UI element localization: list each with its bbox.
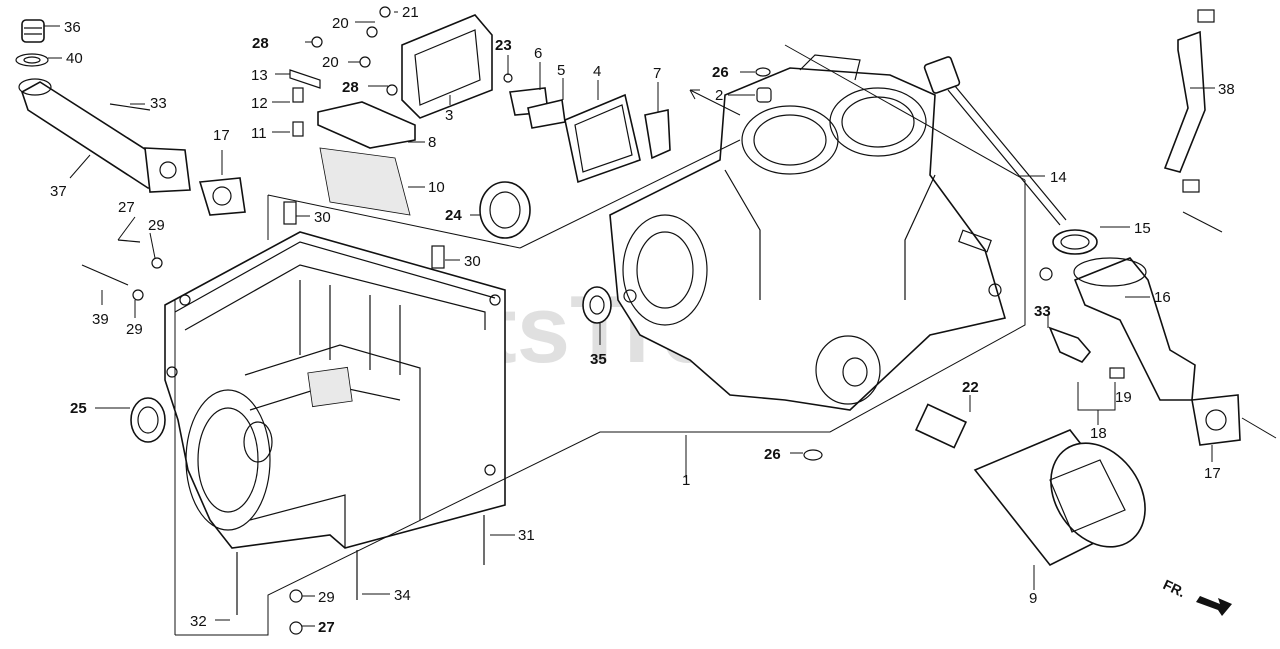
o-ring-15 xyxy=(1052,229,1098,255)
callout-40: 40 xyxy=(66,50,83,67)
small-brackets-5-6-7 xyxy=(509,87,671,160)
callout-39: 39 xyxy=(92,311,109,328)
callout-20-second: 20 xyxy=(322,54,339,71)
assembly-outline xyxy=(174,139,1026,636)
callout-35: 35 xyxy=(590,351,607,368)
breather-pipe-37 xyxy=(18,78,191,193)
fasteners xyxy=(81,6,1053,635)
callout-32: 32 xyxy=(190,613,207,630)
fr-arrow-icon xyxy=(1196,596,1232,616)
reed-plate-4 xyxy=(564,93,641,184)
gasket-17-left xyxy=(198,177,246,216)
callout-25: 25 xyxy=(70,400,87,417)
callout-27: 27 xyxy=(118,199,135,216)
callout-4: 4 xyxy=(593,63,601,80)
callout-21: 21 xyxy=(402,4,419,21)
direction-arrow-icon-2 xyxy=(1182,211,1223,233)
fr-label: FR. xyxy=(1161,576,1188,600)
callout-26: 26 xyxy=(712,64,729,81)
plate-8 xyxy=(317,101,416,149)
direction-arrow-icon-3 xyxy=(1241,417,1277,439)
callout-13: 13 xyxy=(251,67,268,84)
callout-27-second: 27 xyxy=(318,619,335,636)
oil-seal-24 xyxy=(479,181,531,239)
callout-36: 36 xyxy=(64,19,81,36)
bearing-35 xyxy=(582,286,612,324)
filter-10 xyxy=(319,147,411,216)
cylinder-block-drawing xyxy=(609,54,1007,411)
callout-16: 16 xyxy=(1154,289,1171,306)
callout-10: 10 xyxy=(428,179,445,196)
callout-5: 5 xyxy=(557,62,565,79)
callout-29-third: 29 xyxy=(318,589,335,606)
callout-8: 8 xyxy=(428,134,436,151)
o-ring-40 xyxy=(15,53,49,67)
callout-12: 12 xyxy=(251,95,268,112)
callout-26-second: 26 xyxy=(764,446,781,463)
callout-28: 28 xyxy=(252,35,269,52)
callout-37: 37 xyxy=(50,183,67,200)
callout-29: 29 xyxy=(148,217,165,234)
callout-20: 20 xyxy=(332,15,349,32)
breather-cover-3 xyxy=(401,14,493,119)
nipple-22 xyxy=(914,403,968,449)
callout-30: 30 xyxy=(314,209,331,226)
callout-30-second: 30 xyxy=(464,253,481,270)
sensor-18 xyxy=(1048,326,1125,379)
callout-19: 19 xyxy=(1115,389,1132,406)
callout-31: 31 xyxy=(518,527,535,544)
callout-1: 1 xyxy=(682,472,690,489)
oil-seal-25 xyxy=(130,397,166,443)
callout-24: 24 xyxy=(445,207,462,224)
filler-neck-16 xyxy=(1073,257,1196,401)
callout-33: 33 xyxy=(150,95,167,112)
callout-38: 38 xyxy=(1218,81,1235,98)
callout-3: 3 xyxy=(445,107,453,124)
callout-29-second: 29 xyxy=(126,321,143,338)
leader-lines xyxy=(44,11,1215,627)
gasket-17-right xyxy=(1191,394,1241,446)
callout-23: 23 xyxy=(495,37,512,54)
cap-36 xyxy=(21,19,45,43)
callout-7: 7 xyxy=(653,65,661,82)
callout-17-second: 17 xyxy=(1204,465,1221,482)
callout-6: 6 xyxy=(534,45,542,62)
front-direction-marker: FR. xyxy=(1161,576,1232,616)
callout-labels: 36 40 33 37 17 28 20 21 13 20 28 12 11 3… xyxy=(50,4,1235,636)
callout-9: 9 xyxy=(1029,590,1037,607)
callout-11: 11 xyxy=(251,125,267,142)
callout-2: 2 xyxy=(715,87,723,104)
lower-crankcase-drawing xyxy=(164,231,506,549)
oil-filter-9 xyxy=(973,429,1146,567)
callout-14: 14 xyxy=(1050,169,1067,186)
hose-38 xyxy=(1163,9,1215,193)
assembly-outline-2 xyxy=(784,44,1026,181)
direction-arrow-icon xyxy=(689,89,741,116)
callout-34: 34 xyxy=(394,587,411,604)
callout-28-second: 28 xyxy=(342,79,359,96)
arrowhead-icon xyxy=(689,89,700,100)
callout-22: 22 xyxy=(962,379,979,396)
callout-15: 15 xyxy=(1134,220,1151,237)
callout-18: 18 xyxy=(1090,425,1107,442)
callout-17: 17 xyxy=(213,127,230,144)
callout-33-second: 33 xyxy=(1034,303,1051,320)
dipstick-14 xyxy=(923,56,1067,226)
